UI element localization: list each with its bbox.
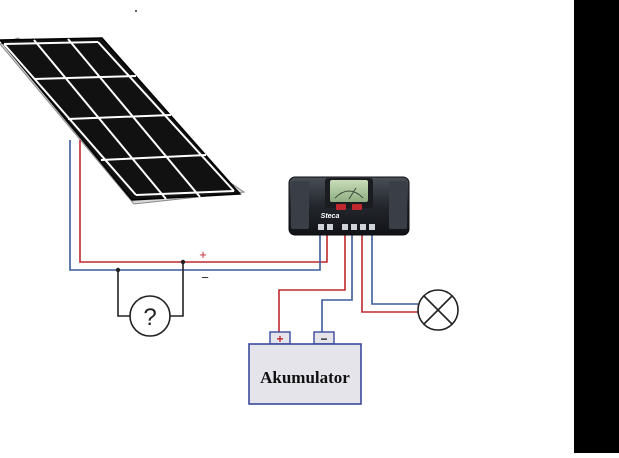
meter-label: ?	[143, 304, 156, 331]
load-positive-wire	[361, 232, 418, 313]
wire-negative-label: −	[201, 270, 209, 285]
panel-positive-wire	[79, 140, 328, 263]
battery-negative-wire	[321, 232, 353, 332]
panel-negative-wire	[69, 140, 321, 271]
controller-right-fin	[389, 181, 407, 229]
lamp	[417, 289, 459, 331]
battery-body	[248, 343, 362, 405]
meter-wire-right	[170, 262, 184, 317]
controller-left-fin	[291, 181, 309, 229]
controller-terminals	[318, 224, 375, 230]
controller-button-right	[352, 204, 362, 210]
display-needle	[348, 187, 357, 200]
load-negative-wire	[371, 232, 418, 305]
wire-positive-label: +	[199, 247, 207, 262]
speck-dot	[135, 10, 137, 12]
battery: + − Akumulator	[248, 331, 362, 405]
battery-label: Akumulator	[260, 368, 350, 387]
meter-wire-left	[117, 270, 130, 317]
display-arc	[334, 190, 364, 199]
charge-controller: Steca	[288, 176, 410, 236]
wiring	[69, 140, 418, 332]
battery-positive-sign: +	[276, 332, 283, 346]
battery-negative-sign: −	[320, 332, 327, 346]
junction-dot-negative	[115, 267, 121, 273]
controller-button-left	[336, 204, 346, 210]
battery-positive-wire	[278, 232, 346, 332]
controller-brand-label: Steca	[321, 213, 340, 220]
meter: ?	[129, 295, 171, 337]
solar-panel-grid	[3, 38, 235, 200]
meter-circle	[129, 295, 171, 337]
junction-dot-positive	[180, 259, 186, 265]
black-border-bar	[574, 0, 619, 453]
solar-panel	[0, 37, 246, 205]
